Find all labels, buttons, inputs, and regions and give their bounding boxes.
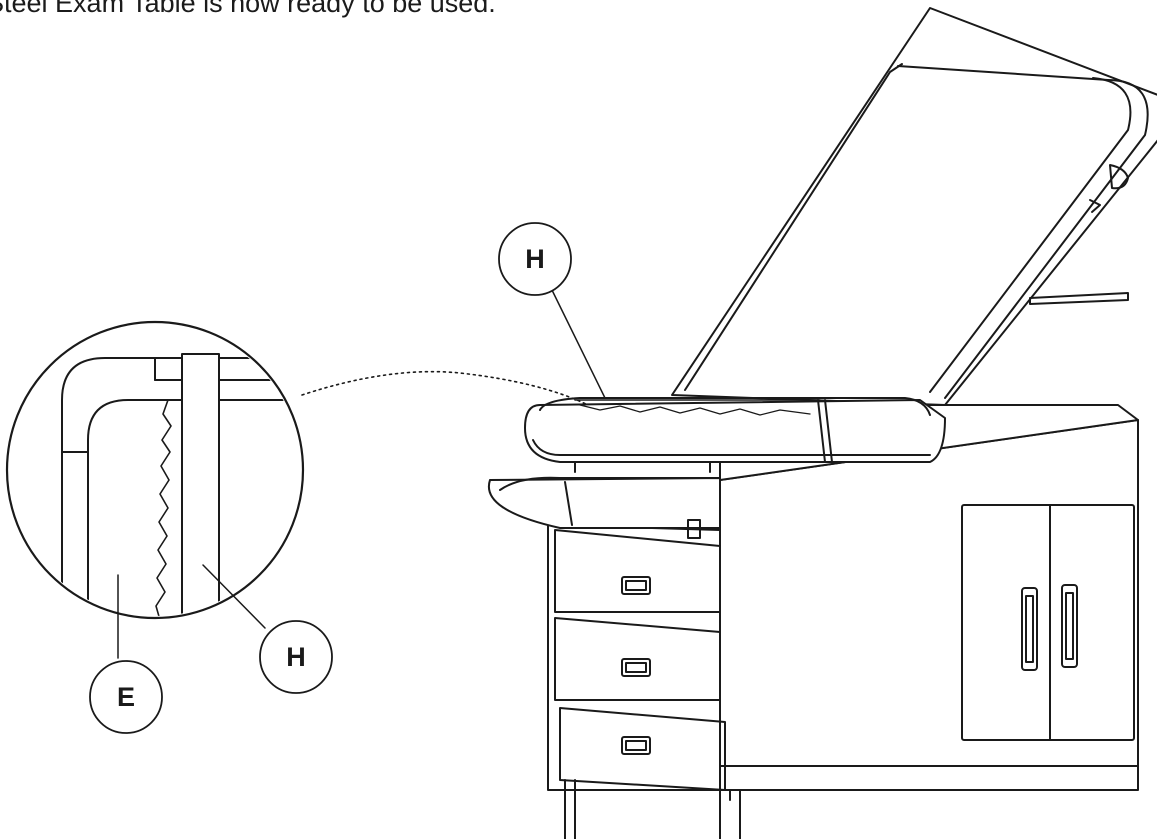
drawer-stack	[547, 524, 741, 839]
callout-detail-e-label: E	[117, 682, 135, 712]
detail-magnifier	[5, 320, 305, 659]
callout-detail-h-label: H	[286, 642, 306, 672]
seat-cushion	[524, 397, 946, 473]
callout-detail-h: H	[259, 620, 333, 694]
table-leader	[549, 285, 606, 399]
callout-table-h: H	[498, 222, 572, 296]
callout-detail-e: E	[89, 660, 163, 734]
cabinet	[719, 404, 1139, 801]
instruction-caption: Steel Exam Table is now ready to be used…	[0, 0, 496, 18]
callout-table-h-label: H	[525, 244, 545, 274]
backrest	[671, 7, 1157, 406]
detail-connector	[301, 370, 589, 406]
footrest-shelf	[487, 476, 721, 539]
